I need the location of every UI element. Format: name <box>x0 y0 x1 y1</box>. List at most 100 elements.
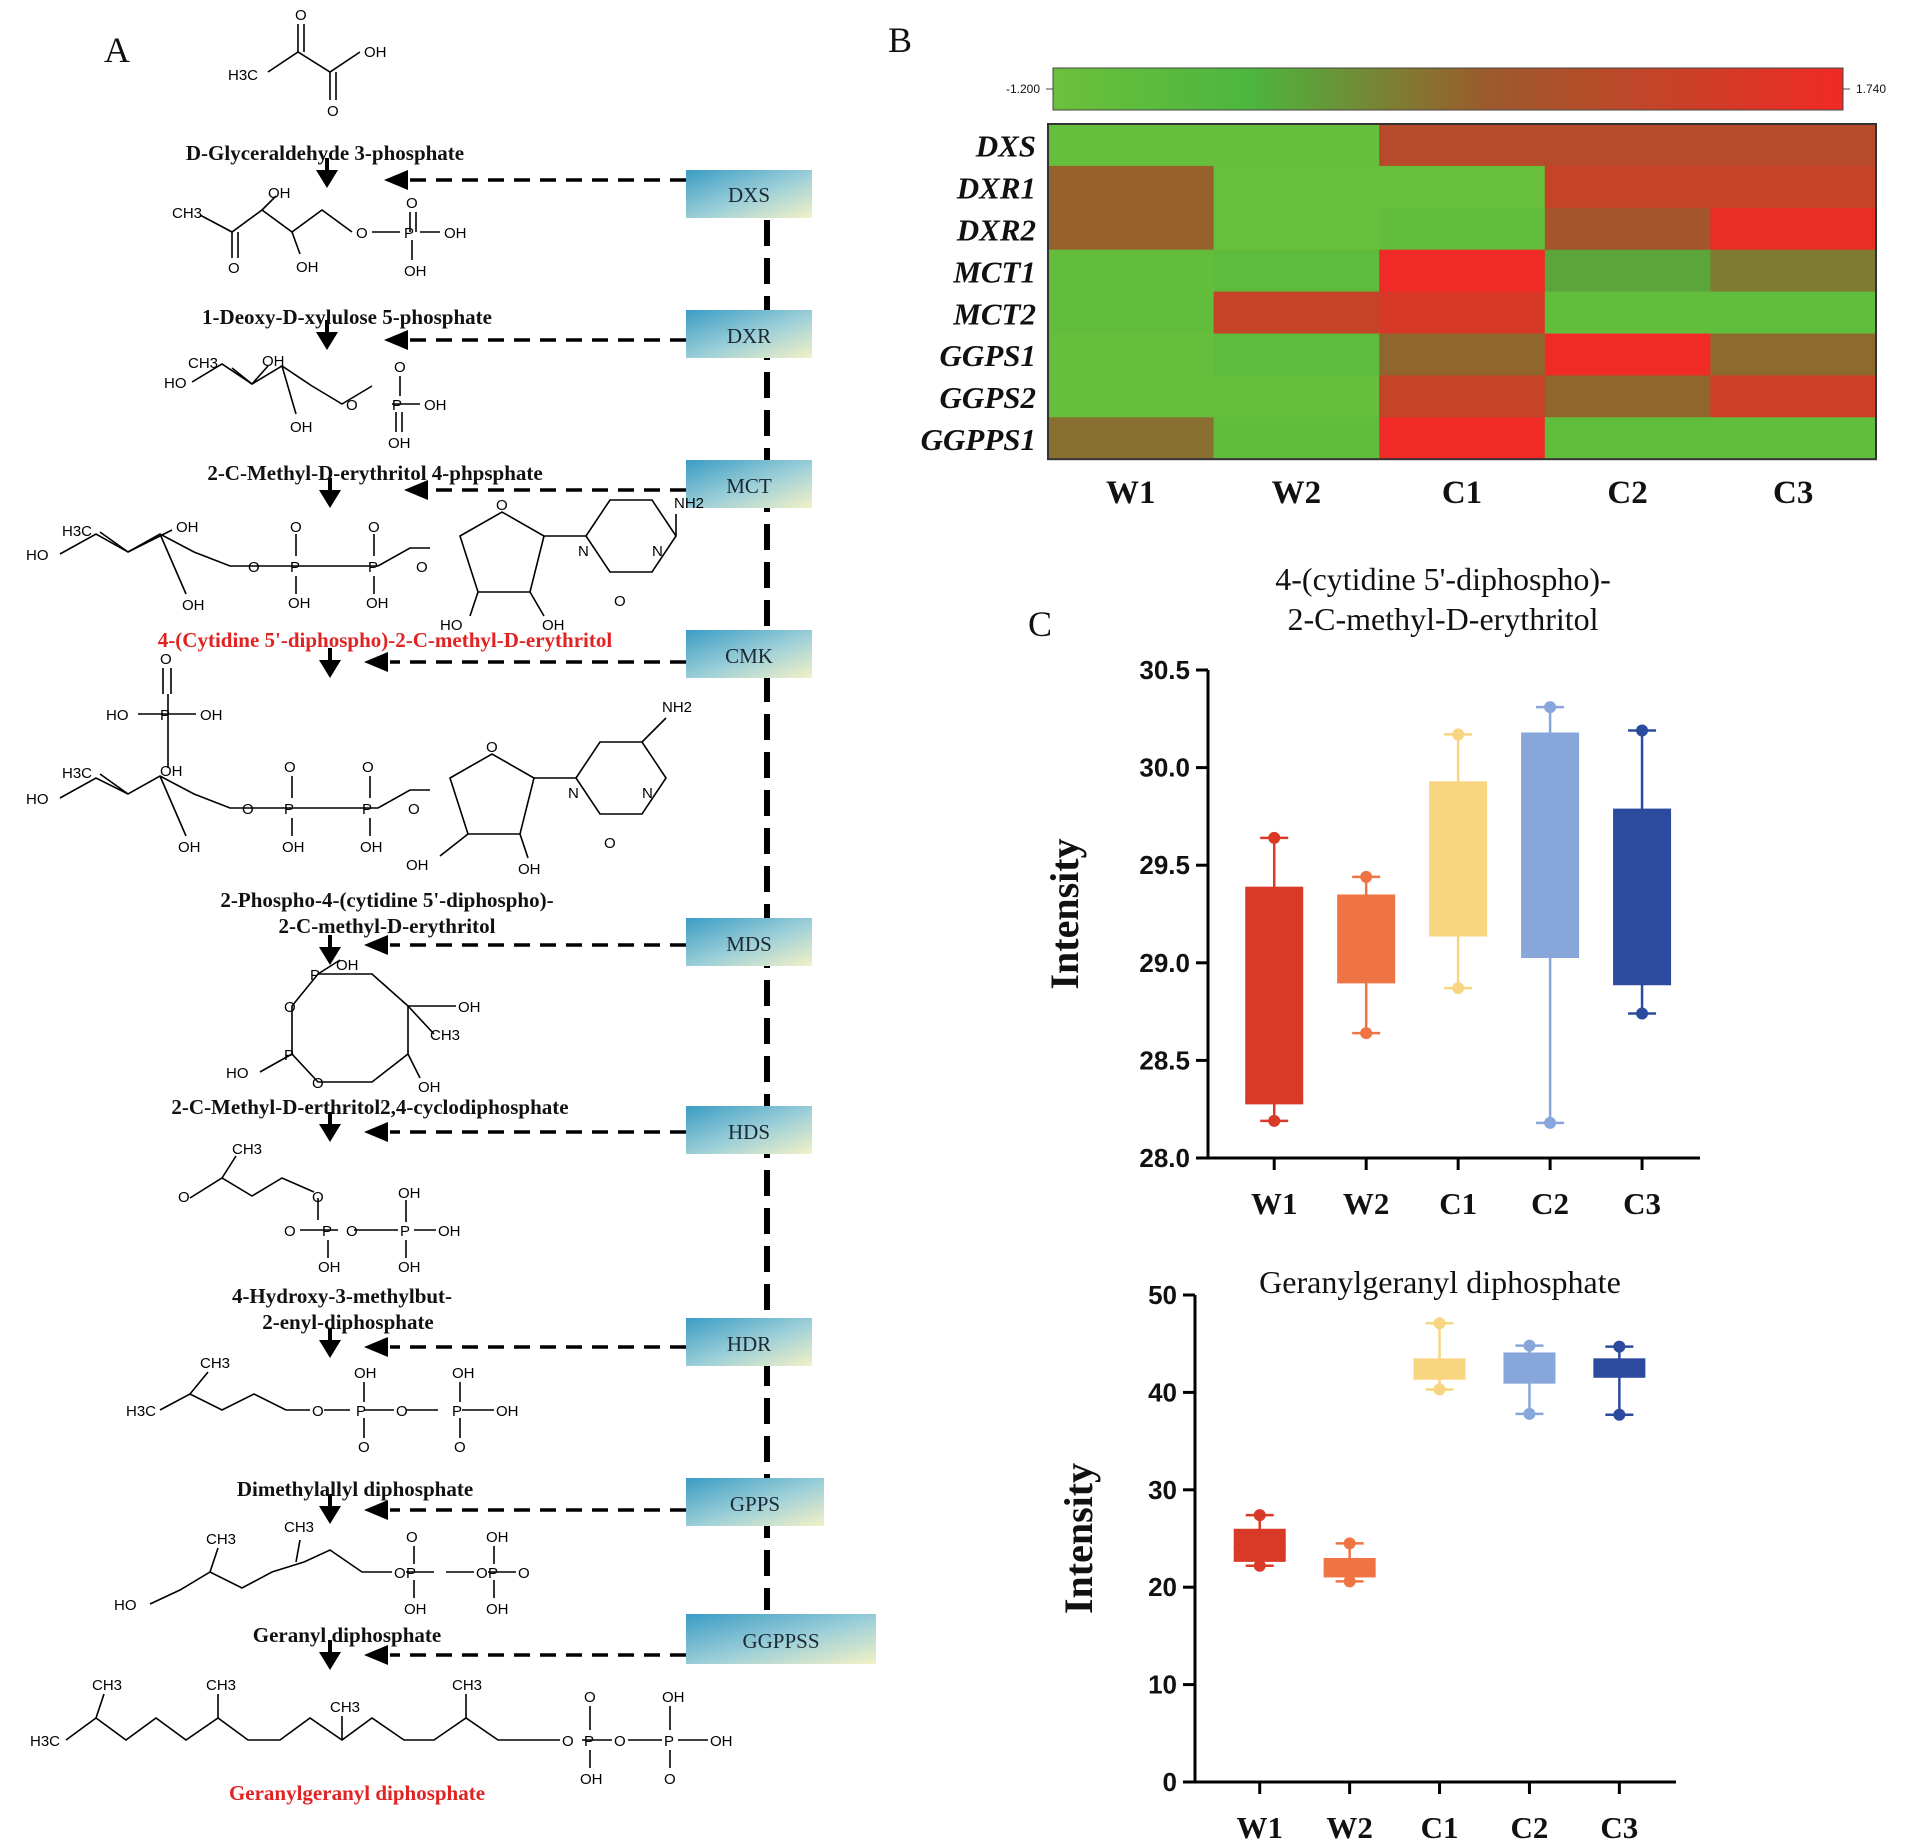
svg-text:OH: OH <box>176 519 199 536</box>
svg-text:OH: OH <box>290 419 313 436</box>
heatmap-cell <box>1379 333 1546 376</box>
svg-text:OH: OH <box>364 44 387 61</box>
chart-title: Geranylgeranyl diphosphate <box>1259 1264 1621 1300</box>
heatmap-cell <box>1379 249 1546 293</box>
svg-text:GPPS: GPPS <box>730 1492 780 1516</box>
heatmap-cell <box>1048 249 1215 293</box>
svg-text:O: O <box>295 7 307 24</box>
y-tick-label: 0 <box>1163 1767 1177 1797</box>
svg-text:OH: OH <box>496 1403 519 1420</box>
metabolite-label-3: 2-C-Methyl-D-erythritol 4-phpsphate <box>207 461 542 485</box>
heatmap-cell <box>1379 291 1546 335</box>
svg-text:O: O <box>394 359 406 376</box>
svg-text:O: O <box>476 1565 488 1582</box>
box-w2 <box>1337 870 1396 1040</box>
svg-text:OH: OH <box>262 353 285 370</box>
box-point-max <box>1253 1509 1266 1522</box>
enzyme-mds: MDS <box>686 918 812 966</box>
svg-text:OH: OH <box>424 397 447 414</box>
svg-text:O: O <box>346 397 358 414</box>
svg-text:O: O <box>290 519 302 536</box>
svg-text:GGPPSS: GGPPSS <box>742 1629 819 1653</box>
svg-text:O: O <box>284 759 296 776</box>
svg-text:P: P <box>488 1565 498 1582</box>
svg-text:OH: OH <box>486 1529 509 1546</box>
svg-text:O: O <box>664 1771 676 1788</box>
box-w1 <box>1245 831 1304 1127</box>
boxplot-ggpp: Geranylgeranyl diphosphate01020304050Int… <box>1056 1264 1676 1843</box>
heatmap-cell <box>1379 207 1546 251</box>
svg-text:P: P <box>362 801 372 818</box>
box-point-min <box>1360 1027 1373 1040</box>
structure-hmbpp: O CH3 O O P O P OH OH OH OH <box>178 1141 461 1276</box>
x-tick-label: W2 <box>1343 1186 1390 1221</box>
heatmap-row-label: GGPPS1 <box>921 422 1036 457</box>
svg-text:P: P <box>160 707 170 724</box>
box-point-max <box>1268 831 1281 844</box>
x-tick-label: C1 <box>1439 1186 1477 1221</box>
svg-text:O: O <box>406 1529 418 1546</box>
heatmap-cell <box>1213 124 1380 167</box>
svg-text:P: P <box>452 1403 462 1420</box>
svg-text:O: O <box>327 103 339 120</box>
box-body <box>1613 808 1672 985</box>
metabolite-label-7b: 2-enyl-diphosphate <box>262 1310 434 1334</box>
svg-text:HDS: HDS <box>728 1120 770 1144</box>
heatmap-cell <box>1710 333 1877 376</box>
step-arrows <box>316 158 341 1670</box>
chart-title: 2-C-methyl-D-erythritol <box>1287 601 1598 637</box>
svg-text:O: O <box>284 1223 296 1240</box>
svg-text:OH: OH <box>438 1223 461 1240</box>
svg-text:N: N <box>568 785 579 802</box>
boxplot-cdp-me: 4-(cytidine 5'-diphospho)-2-C-methyl-D-e… <box>1042 561 1700 1221</box>
enzyme-dxs: DXS <box>686 170 812 218</box>
svg-text:N: N <box>578 543 589 560</box>
heatmap-grid <box>1047 123 1877 461</box>
heatmap-cell <box>1048 207 1215 251</box>
box-point-max <box>1343 1537 1356 1550</box>
svg-text:O: O <box>312 1075 324 1092</box>
heatmap-row-label: MCT2 <box>952 296 1036 331</box>
svg-text:OH: OH <box>486 1601 509 1618</box>
svg-text:O: O <box>312 1403 324 1420</box>
svg-text:HO: HO <box>164 375 187 392</box>
svg-text:OH: OH <box>404 263 427 280</box>
svg-text:O: O <box>584 1689 596 1706</box>
svg-text:OH: OH <box>282 839 305 856</box>
svg-text:CH3: CH3 <box>430 1027 460 1044</box>
structure-mep: HO CH3 OH OH O P O OH OH <box>164 353 447 452</box>
heatmap-cell <box>1710 291 1877 335</box>
enzyme-gpps: GPPS <box>686 1478 824 1526</box>
svg-text:OH: OH <box>336 957 359 974</box>
svg-text:OH: OH <box>366 595 389 612</box>
box-c3 <box>1593 1340 1646 1421</box>
svg-text:P: P <box>584 1733 594 1750</box>
svg-text:OH: OH <box>178 839 201 856</box>
box-point-max <box>1433 1317 1446 1330</box>
svg-text:CH3: CH3 <box>92 1677 122 1694</box>
x-tick-label: C1 <box>1421 1810 1459 1843</box>
svg-text:OH: OH <box>710 1733 733 1750</box>
heatmap-cell <box>1379 375 1546 418</box>
svg-text:O: O <box>562 1733 574 1750</box>
svg-text:MDS: MDS <box>726 932 772 956</box>
svg-text:OH: OH <box>662 1689 685 1706</box>
svg-text:OH: OH <box>458 999 481 1016</box>
svg-text:O: O <box>416 559 428 576</box>
x-tick-label: C2 <box>1531 1186 1569 1221</box>
metabolite-label-5b: 2-C-methyl-D-erythritol <box>279 914 496 938</box>
box-body <box>1337 894 1396 983</box>
svg-text:O: O <box>408 801 420 818</box>
svg-text:P: P <box>310 967 320 984</box>
heatmap-cell <box>1048 417 1215 460</box>
heatmap-cell <box>1213 333 1380 376</box>
heatmap-column-label: W1 <box>1106 475 1156 511</box>
y-tick-label: 28.5 <box>1139 1045 1190 1075</box>
x-tick-label: W1 <box>1236 1810 1283 1843</box>
heatmap-row-label: GGPS1 <box>940 338 1036 373</box>
svg-text:HO: HO <box>226 1065 249 1082</box>
box-point-min <box>1253 1559 1266 1572</box>
y-tick-label: 30.5 <box>1139 655 1190 685</box>
box-point-max <box>1523 1339 1536 1352</box>
heatmap-cell <box>1379 417 1546 460</box>
